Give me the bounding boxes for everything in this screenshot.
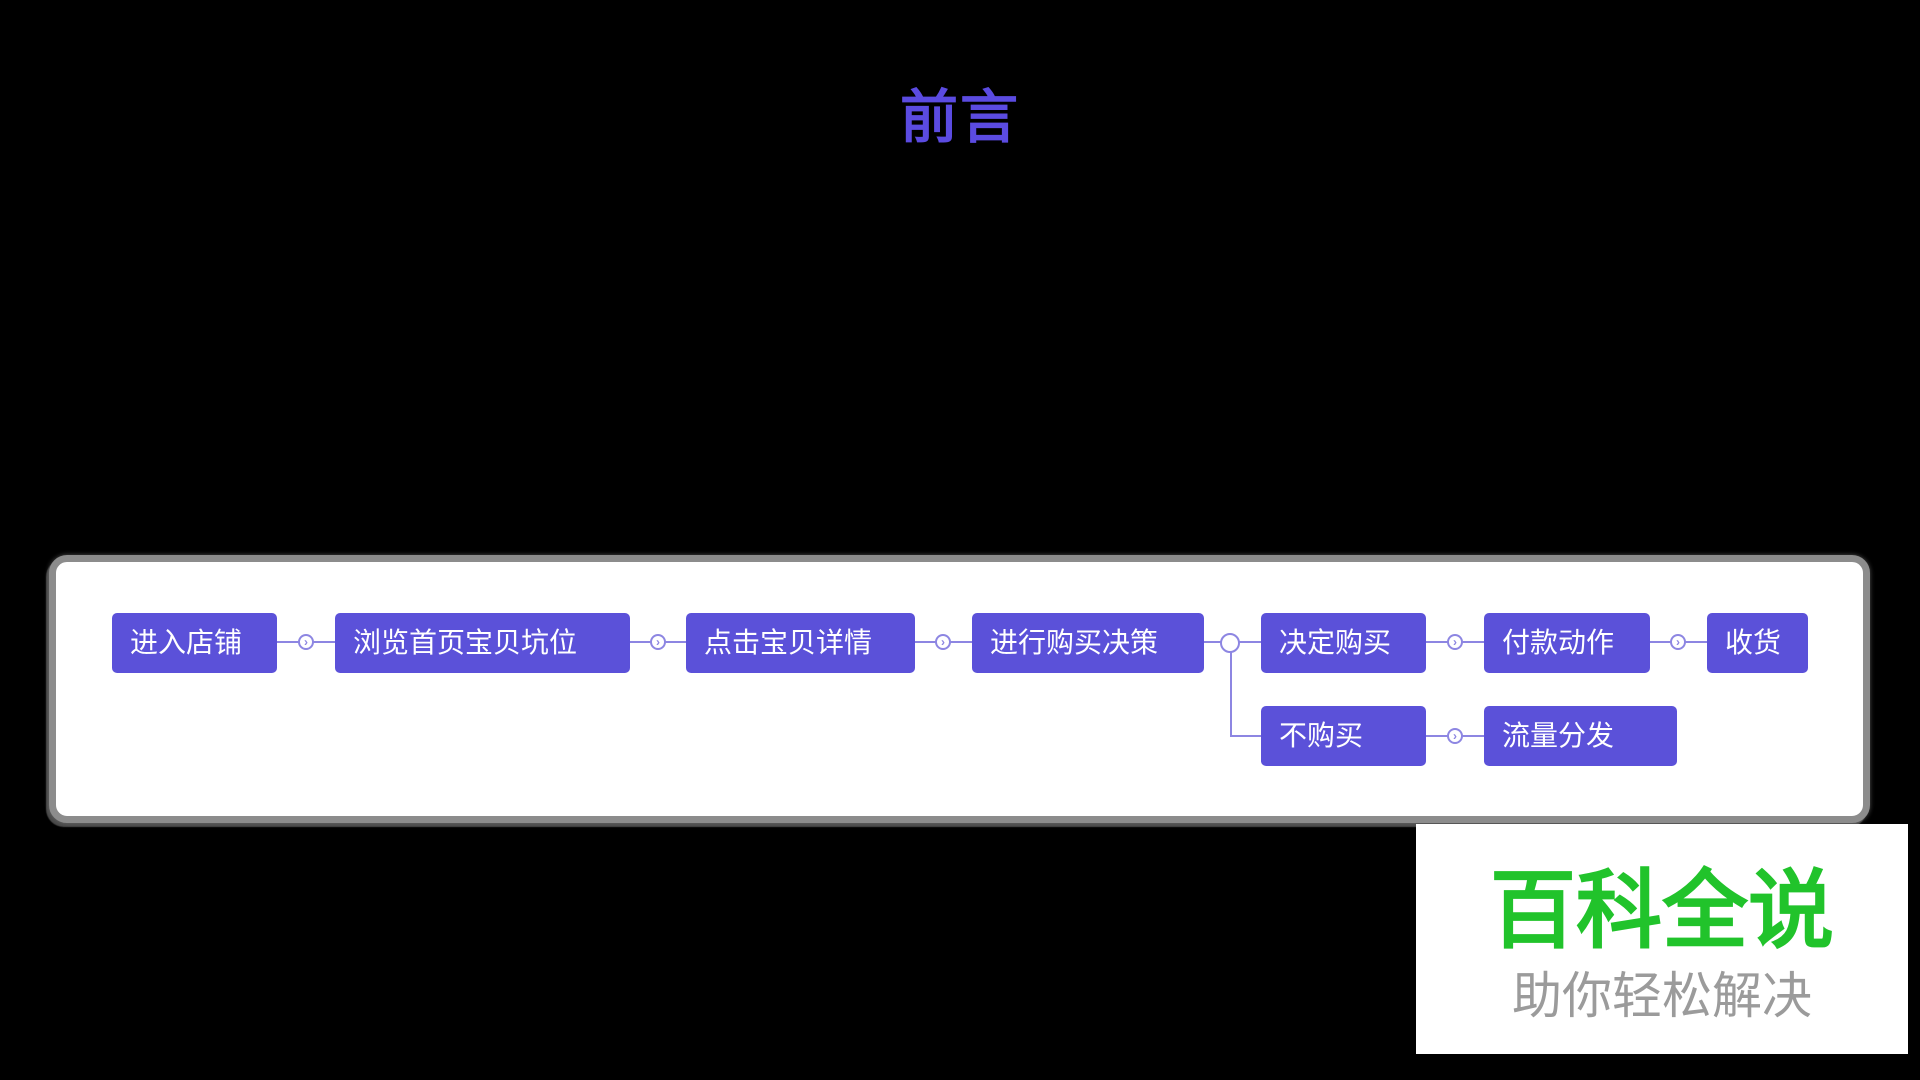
flow-node-receive-goods: 收货 — [1707, 613, 1808, 673]
flow-node-traffic-distribution: 流量分发 — [1484, 706, 1677, 766]
arrow-circle-icon: › — [650, 634, 666, 650]
watermark-tagline-text: 助你轻松解决 — [1512, 968, 1812, 1024]
page-title: 前言 — [899, 85, 1020, 150]
flow-node-decide-to-buy: 决定购买 — [1261, 613, 1426, 673]
arrow-circle-icon: › — [1447, 728, 1463, 744]
watermark-card: 百科全说 助你轻松解决 — [1416, 824, 1908, 1054]
flow-node-browse-home-slots: 浏览首页宝贝坑位 — [335, 613, 630, 673]
flow-node-purchase-decision: 进行购买决策 — [972, 613, 1204, 673]
arrow-circle-icon: › — [1670, 634, 1686, 650]
branch-circle-icon — [1220, 633, 1240, 653]
flow-node-payment-action: 付款动作 — [1484, 613, 1650, 673]
connector-line — [1230, 735, 1261, 737]
flowchart-panel — [49, 555, 1870, 823]
connector-line-vertical — [1230, 643, 1232, 737]
watermark-brand-text: 百科全说 — [1490, 863, 1834, 959]
flow-node-click-item-detail: 点击宝贝详情 — [686, 613, 915, 673]
arrow-circle-icon: › — [298, 634, 314, 650]
flow-node-not-buy: 不购买 — [1261, 706, 1426, 766]
flow-node-enter-shop: 进入店铺 — [112, 613, 277, 673]
arrow-circle-icon: › — [1447, 634, 1463, 650]
arrow-circle-icon: › — [935, 634, 951, 650]
